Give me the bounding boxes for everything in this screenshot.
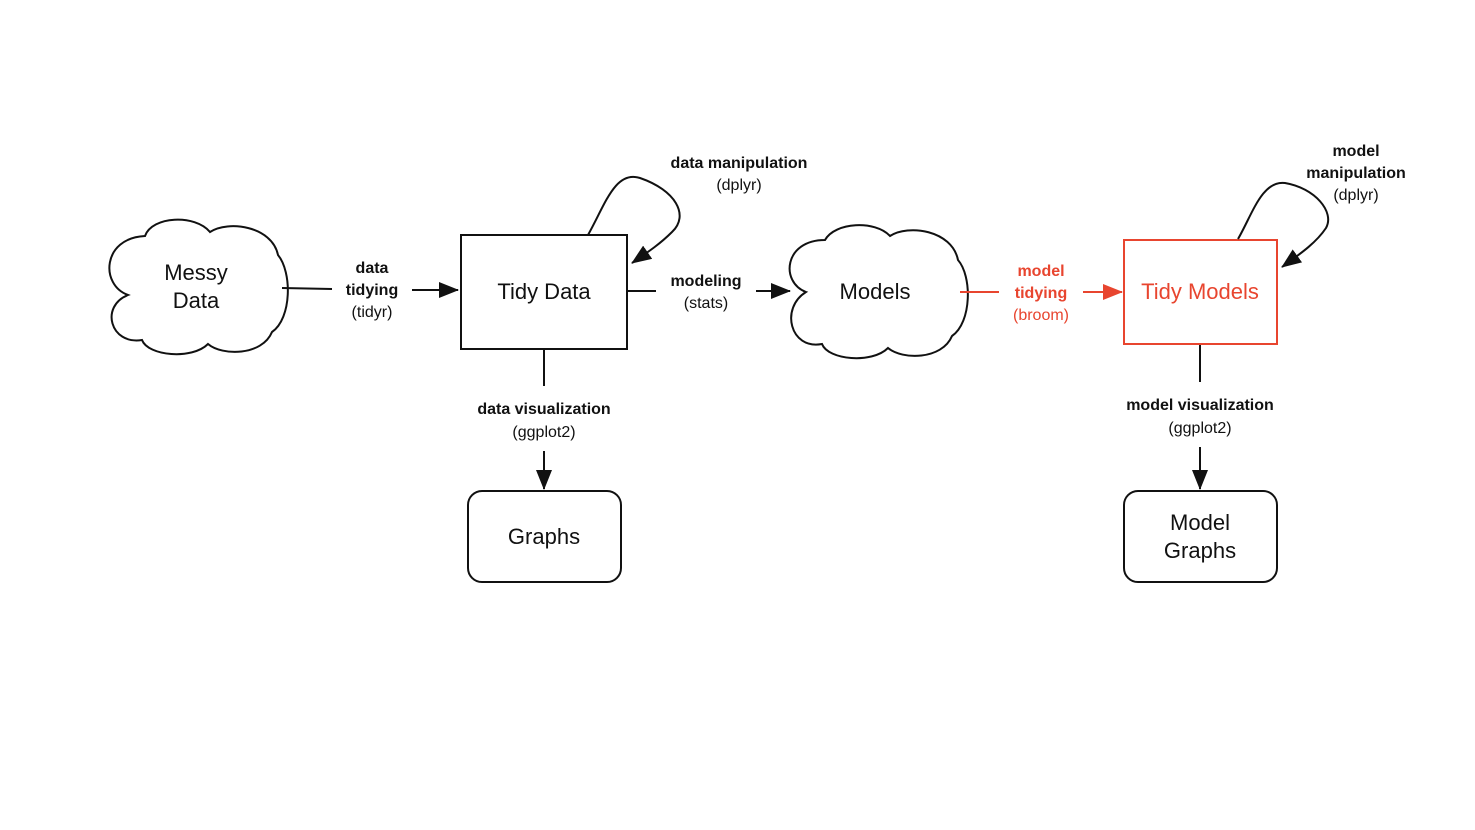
edge-package: (stats)	[684, 295, 728, 312]
edge-model-visualization: model visualization (ggplot2)	[1126, 345, 1274, 490]
node-messy-data: Messy Data	[108, 218, 289, 356]
node-tidy-data: Tidy Data	[460, 234, 628, 350]
edge-title-1: model	[1017, 263, 1064, 280]
node-graphs: Graphs	[467, 490, 622, 583]
edge-model-manipulation: model manipulation (dplyr)	[1237, 143, 1406, 268]
edge-title: data manipulation	[671, 155, 808, 172]
node-tidy-models: Tidy Models	[1123, 239, 1278, 345]
edge-package: (ggplot2)	[512, 424, 575, 441]
node-models: Models	[788, 224, 969, 360]
cloud-shape	[108, 218, 289, 356]
node-label: Graphs	[508, 524, 580, 549]
box-shape	[1123, 239, 1278, 345]
node-label-line2: Graphs	[1164, 538, 1236, 563]
box-shape	[467, 490, 622, 583]
node-label: Tidy Data	[497, 279, 591, 304]
node-label-line1: Messy	[164, 260, 228, 285]
edge-data-visualization: data visualization (ggplot2)	[477, 350, 611, 490]
edge-title-1: data	[356, 260, 389, 277]
cloud-shape	[788, 224, 969, 360]
node-label: Tidy Models	[1141, 279, 1259, 304]
edge-package: (tidyr)	[352, 304, 393, 321]
loop-arrow	[1237, 181, 1329, 268]
node-model-graphs: Model Graphs	[1123, 490, 1278, 583]
box-shape	[1123, 490, 1278, 583]
edge-title: model visualization	[1126, 397, 1274, 414]
edge-title-1: model	[1332, 143, 1379, 160]
loop-arrow	[587, 175, 681, 264]
edge-package: (dplyr)	[716, 177, 761, 194]
edge-title: modeling	[670, 273, 741, 290]
edge-title-2: manipulation	[1306, 165, 1406, 182]
edge-title: data visualization	[477, 401, 610, 418]
edge-data-tidying: data tidying (tidyr)	[281, 260, 459, 321]
box-shape	[460, 234, 628, 350]
node-label-line1: Model	[1170, 510, 1230, 535]
edge-package: (dplyr)	[1333, 187, 1378, 204]
edge-line	[281, 287, 333, 290]
node-label-line2: Data	[173, 288, 220, 313]
edge-modeling: modeling (stats)	[628, 273, 791, 312]
edge-data-manipulation: data manipulation (dplyr)	[587, 155, 808, 264]
edge-package: (broom)	[1013, 307, 1069, 324]
node-label: Models	[840, 279, 911, 304]
edge-title-2: tidying	[1015, 285, 1067, 302]
edge-model-tidying: model tidying (broom)	[960, 263, 1123, 324]
edge-package: (ggplot2)	[1168, 420, 1231, 437]
edge-title-2: tidying	[346, 282, 398, 299]
